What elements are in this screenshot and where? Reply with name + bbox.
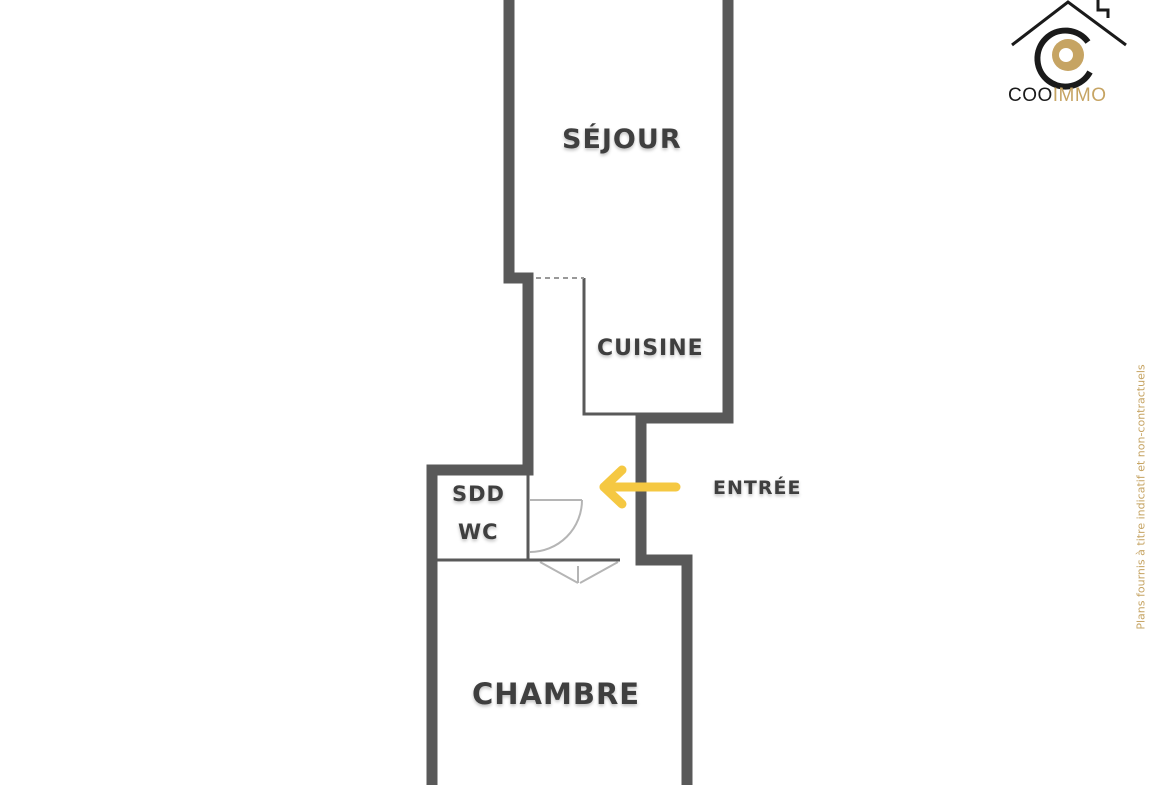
wall-right-sejour (635, 0, 734, 785)
disclaimer-text: Plans fournis à titre indicatif et non-c… (1134, 364, 1148, 630)
room-label-chambre: CHAMBRE (472, 677, 641, 711)
entrance-arrow (599, 465, 681, 509)
room-label-sejour: SÉJOUR (562, 124, 682, 155)
logo-text: COOIMMO (1008, 85, 1107, 107)
room-label-wc: WC (458, 520, 499, 544)
wall-left-sejour (426, 0, 534, 785)
entrance-label: ENTRÉE (713, 477, 802, 499)
room-label-sdd: SDD (452, 482, 505, 506)
room-label-cuisine: CUISINE (597, 336, 704, 361)
logo-text-immo: IMMO (1052, 85, 1107, 106)
cooimmo-logo-icon (1011, 0, 1127, 90)
kitchen-partition (582, 278, 728, 416)
door-chambre (539, 561, 619, 584)
sdd-walls (432, 470, 620, 562)
walls (426, 0, 734, 785)
door-sdd (529, 499, 583, 553)
logo-text-coo: COO (1008, 85, 1053, 106)
